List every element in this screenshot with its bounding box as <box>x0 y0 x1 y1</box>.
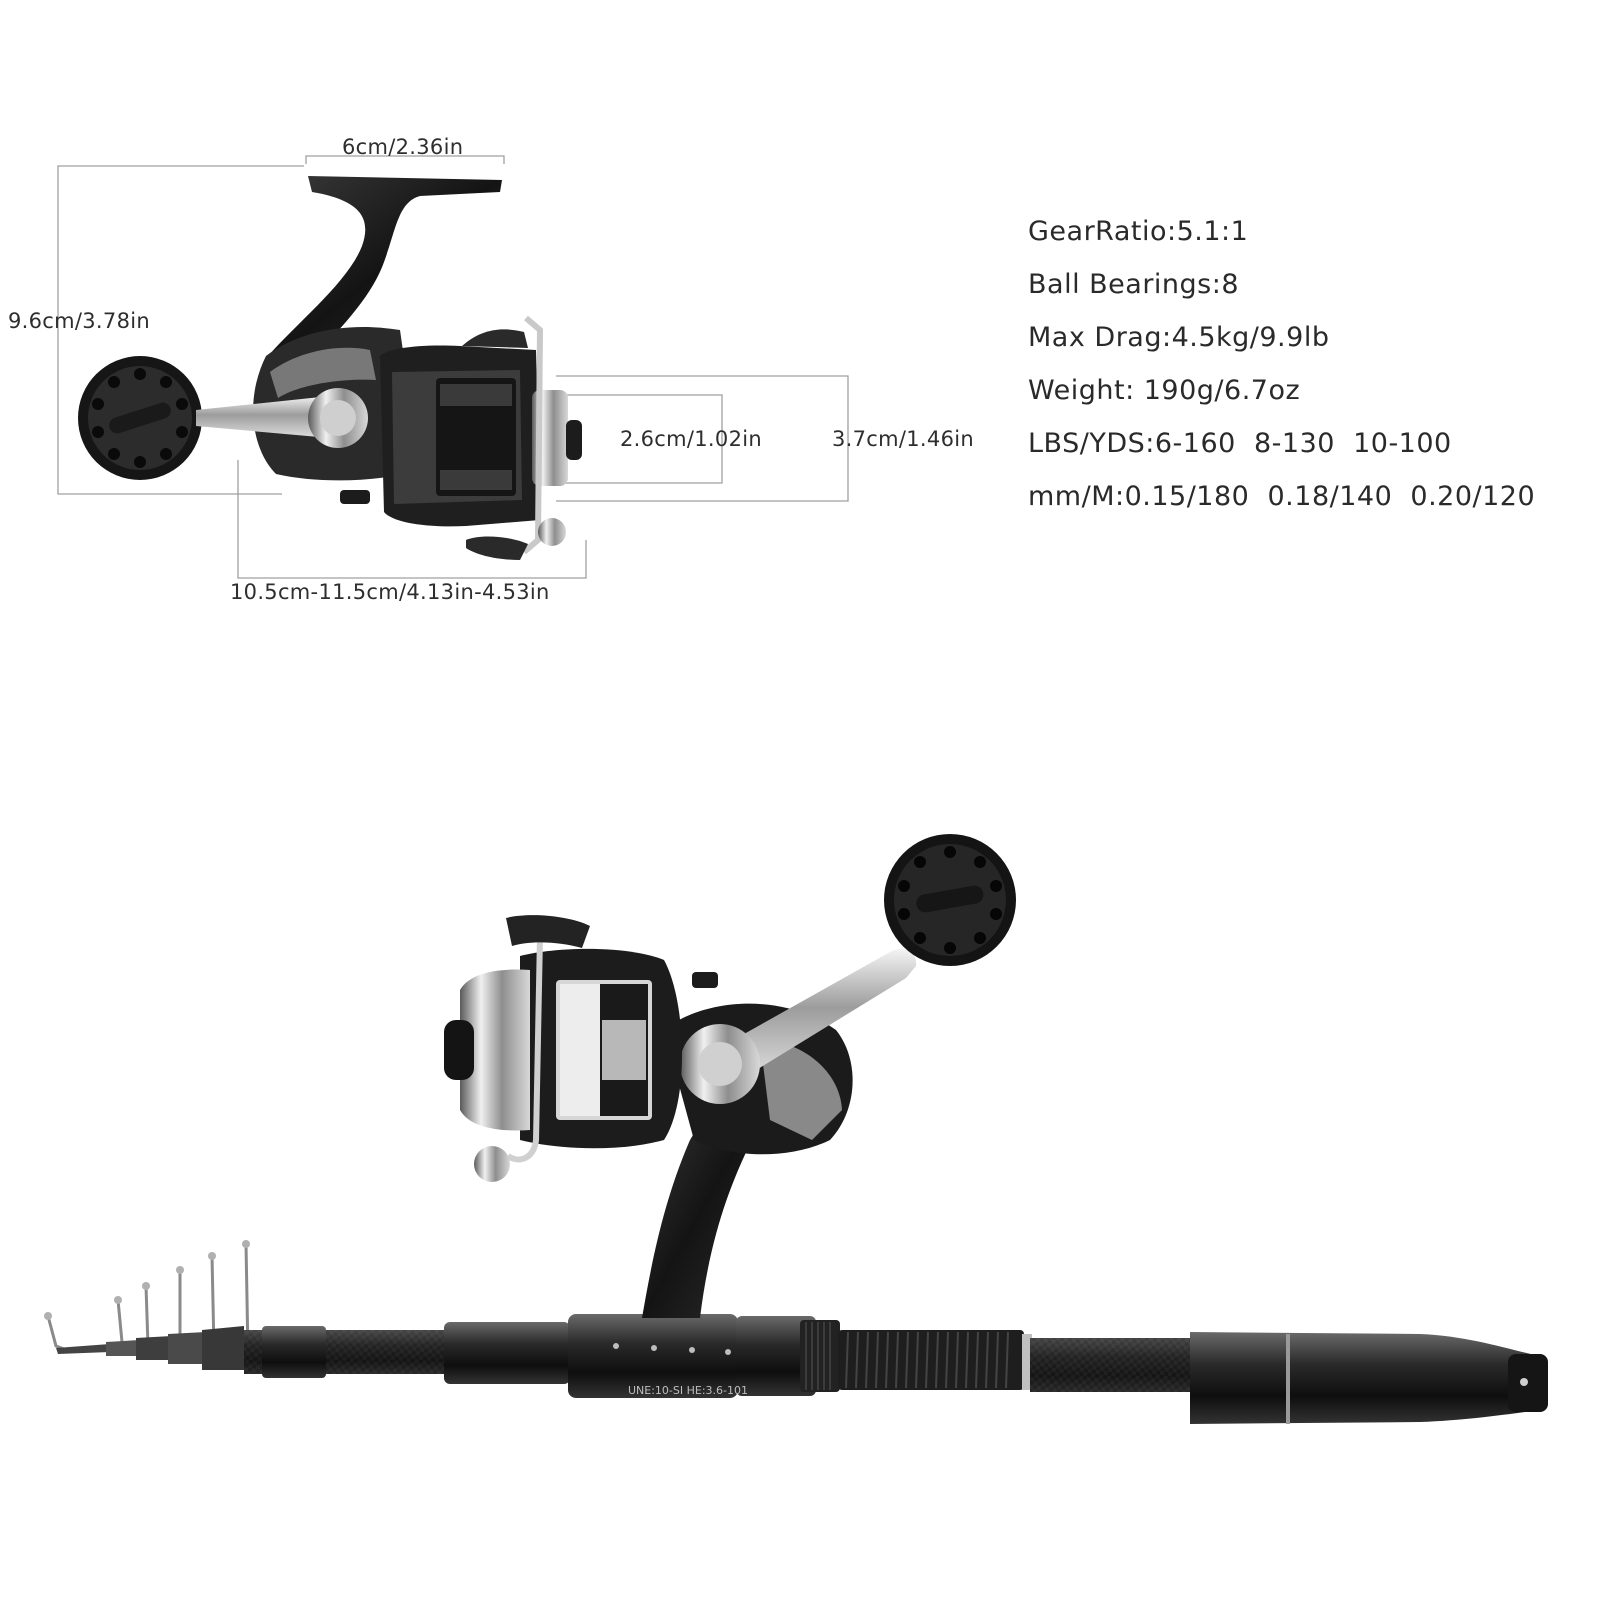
spec-gear-ratio: GearRatio:5.1:1 <box>1028 216 1249 247</box>
spec-line-capacity-mm: mm/M:0.15/180 0.18/140 0.20/120 <box>1028 481 1536 512</box>
dim-spool-inner: 2.6cm/1.02in <box>620 427 762 451</box>
spool <box>436 378 582 496</box>
rod-assembly: UNE:10-SI HE:3.6-101 <box>44 834 1548 1424</box>
dimension-lines <box>57 155 849 579</box>
svg-text:UNE:10-SI HE:3.6-101: UNE:10-SI HE:3.6-101 <box>628 1384 748 1397</box>
rod-butt-grip <box>1190 1332 1540 1424</box>
spec-weight: Weight: 190g/6.7oz <box>1028 375 1301 406</box>
spec-line-capacity-lbs: LBS/YDS:6-160 8-130 10-100 <box>1028 428 1452 459</box>
spec-list: GearRatio:5.1:1 Ball Bearings:8 Max Drag… <box>1028 205 1535 523</box>
dim-spool-outer: 3.7cm/1.46in <box>832 427 974 451</box>
handle-knob <box>78 356 202 480</box>
dim-width-top: 6cm/2.36in <box>342 135 464 159</box>
dim-height: 9.6cm/3.78in <box>8 309 150 333</box>
reel-foot <box>268 176 502 360</box>
spec-max-drag: Max Drag:4.5kg/9.9lb <box>1028 322 1330 353</box>
reel-seat <box>568 1314 738 1398</box>
dim-length: 10.5cm-11.5cm/4.13in-4.53in <box>230 580 550 604</box>
bail-wire <box>522 315 544 555</box>
reel-handle-arm <box>712 948 917 1080</box>
top-reel <box>57 155 849 579</box>
spec-ball-bearings: Ball Bearings:8 <box>1028 269 1240 300</box>
reel-knob <box>884 834 1016 966</box>
